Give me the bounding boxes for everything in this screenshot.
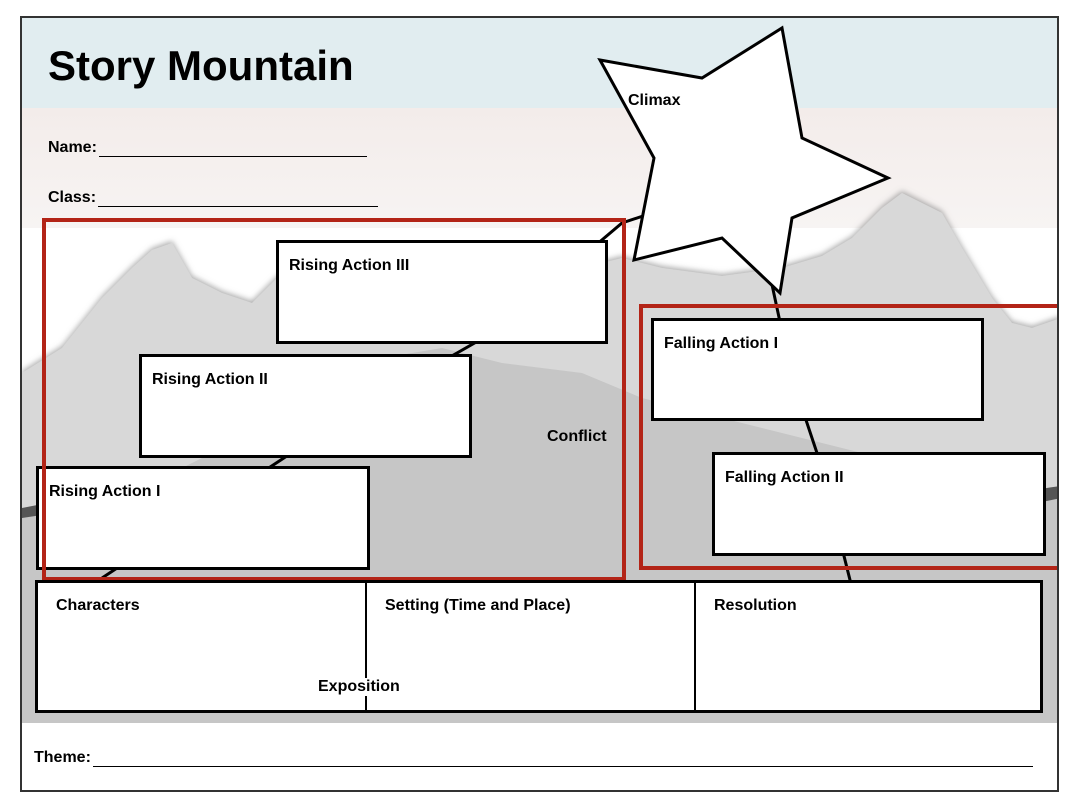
rising-action-2-label: Rising Action II (152, 371, 268, 388)
setting-cell[interactable]: Setting (Time and Place) (367, 583, 696, 710)
falling-action-2-label: Falling Action II (725, 469, 844, 486)
falling-action-1-label: Falling Action I (664, 335, 779, 352)
theme-label: Theme: (34, 749, 91, 766)
climax-label: Climax (628, 92, 681, 109)
rising-action-3-label: Rising Action III (289, 257, 410, 274)
characters-cell[interactable]: Characters (38, 583, 367, 710)
conflict-label: Conflict (547, 428, 607, 445)
theme-area (22, 723, 1057, 790)
class-field[interactable]: Class: (48, 188, 379, 207)
theme-field[interactable]: Theme: (34, 748, 1033, 767)
title-band (22, 18, 1057, 108)
class-label: Class: (48, 189, 97, 206)
rising-action-2-box[interactable]: Rising Action II (139, 354, 472, 458)
name-field[interactable]: Name: (48, 138, 367, 157)
falling-action-2-box[interactable]: Falling Action II (712, 452, 1046, 556)
exposition-label: Exposition (316, 678, 402, 696)
resolution-cell[interactable]: Resolution (696, 583, 1040, 710)
exposition-table: Characters Setting (Time and Place) Reso… (35, 580, 1043, 713)
climax-star-icon (597, 25, 892, 297)
page-title: Story Mountain (48, 42, 354, 89)
theme-input-line[interactable] (92, 748, 1033, 767)
falling-action-1-box[interactable]: Falling Action I (651, 318, 984, 421)
rising-action-3-box[interactable]: Rising Action III (276, 240, 608, 344)
rising-action-1-box[interactable]: Rising Action I (36, 466, 370, 570)
name-input-line[interactable] (98, 138, 367, 157)
rising-action-1-label: Rising Action I (49, 483, 161, 500)
characters-label: Characters (56, 597, 140, 614)
setting-label: Setting (Time and Place) (385, 597, 571, 614)
name-label: Name: (48, 139, 97, 156)
resolution-label: Resolution (714, 597, 797, 614)
class-input-line[interactable] (98, 188, 379, 207)
